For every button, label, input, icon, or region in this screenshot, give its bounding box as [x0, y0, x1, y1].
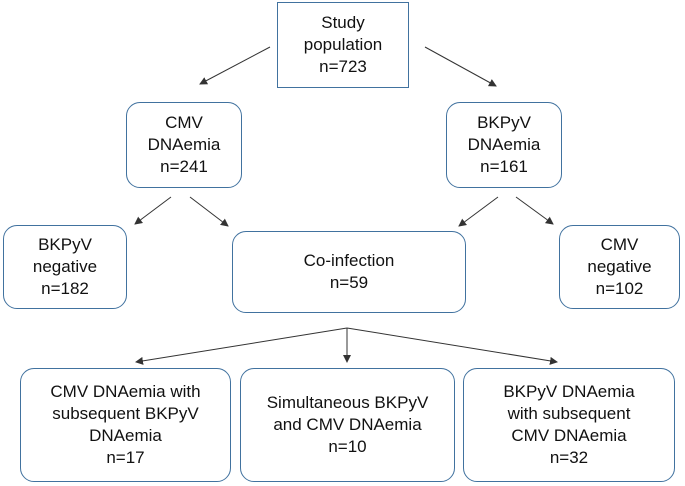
cmv-negative-line-3: n=102 [595, 279, 644, 298]
arrow-coinfection-to-cmv-then-bk [135, 327, 348, 365]
cmv-negative-box: CMV negative n=102 [559, 225, 680, 309]
cmv-negative-line-1: CMV [600, 235, 639, 254]
bkpyv-negative-line-3: n=182 [41, 279, 89, 298]
bk-then-cmv-line-1: BKPyV DNAemia [503, 382, 635, 401]
arrow-coinfection-to-bk-then-cmv [346, 327, 558, 365]
bkpyv-line-1: BKPyV [477, 113, 531, 132]
coinfection-text: Co-infection n=59 [304, 250, 395, 294]
cmv-then-bk-line-2: subsequent BKPyV [52, 404, 199, 423]
bkpyv-then-cmv-box: BKPyV DNAemia with subsequent CMV DNAemi… [463, 368, 675, 482]
arrow-study-to-bkpyv [424, 46, 497, 87]
arrow-cmv-to-coinfection [189, 196, 229, 227]
simultaneous-line-2: and CMV DNAemia [273, 415, 422, 434]
study-line-3: n=723 [319, 57, 367, 76]
arrow-cmv-to-bkpyv-negative [134, 196, 172, 225]
bk-then-cmv-line-3: CMV DNAemia [511, 426, 627, 445]
coinfection-count: n=59 [329, 273, 369, 292]
bkpyv-negative-line-1: BKPyV [38, 235, 92, 254]
simultaneous-line-1: Simultaneous BKPyV [266, 393, 429, 412]
cmv-then-bk-line-3: DNAemia [89, 426, 162, 445]
arrow-bkpyv-to-coinfection [458, 196, 499, 227]
bk-then-cmv-line-2: with subsequent [507, 404, 631, 423]
study-population-box: Study population n=723 [277, 2, 409, 88]
cmv-negative-line-2: negative [587, 257, 652, 276]
study-line-2: population [303, 35, 383, 54]
arrow-bkpyv-to-cmv-negative [515, 196, 554, 225]
simultaneous-box: Simultaneous BKPyV and CMV DNAemia n=10 [240, 368, 455, 482]
bkpyv-line-3: n=161 [480, 157, 528, 176]
cmv-dnaemia-box: CMV DNAemia n=241 [126, 102, 242, 188]
cmv-line-3: n=241 [160, 157, 208, 176]
coinfection-label: Co-infection [303, 251, 395, 270]
simultaneous-line-3: n=10 [328, 437, 367, 456]
cmv-then-bkpyv-box: CMV DNAemia with subsequent BKPyV DNAemi… [20, 368, 231, 482]
arrow-study-to-cmv [199, 46, 271, 85]
cmv-then-bk-line-4: n=17 [106, 448, 145, 467]
bk-then-cmv-line-4: n=32 [549, 448, 589, 467]
coinfection-box: Co-infection n=59 [232, 231, 466, 313]
bkpyv-dnaemia-box: BKPyV DNAemia n=161 [446, 102, 562, 188]
bkpyv-negative-line-2: negative [32, 257, 98, 276]
bkpyv-line-2: DNAemia [467, 135, 541, 154]
cmv-line-1: CMV [165, 113, 203, 132]
bkpyv-negative-box: BKPyV negative n=182 [3, 225, 127, 309]
study-line-1: Study [321, 13, 365, 32]
cmv-then-bk-line-1: CMV DNAemia with [50, 382, 201, 401]
cmv-line-2: DNAemia [147, 135, 221, 154]
